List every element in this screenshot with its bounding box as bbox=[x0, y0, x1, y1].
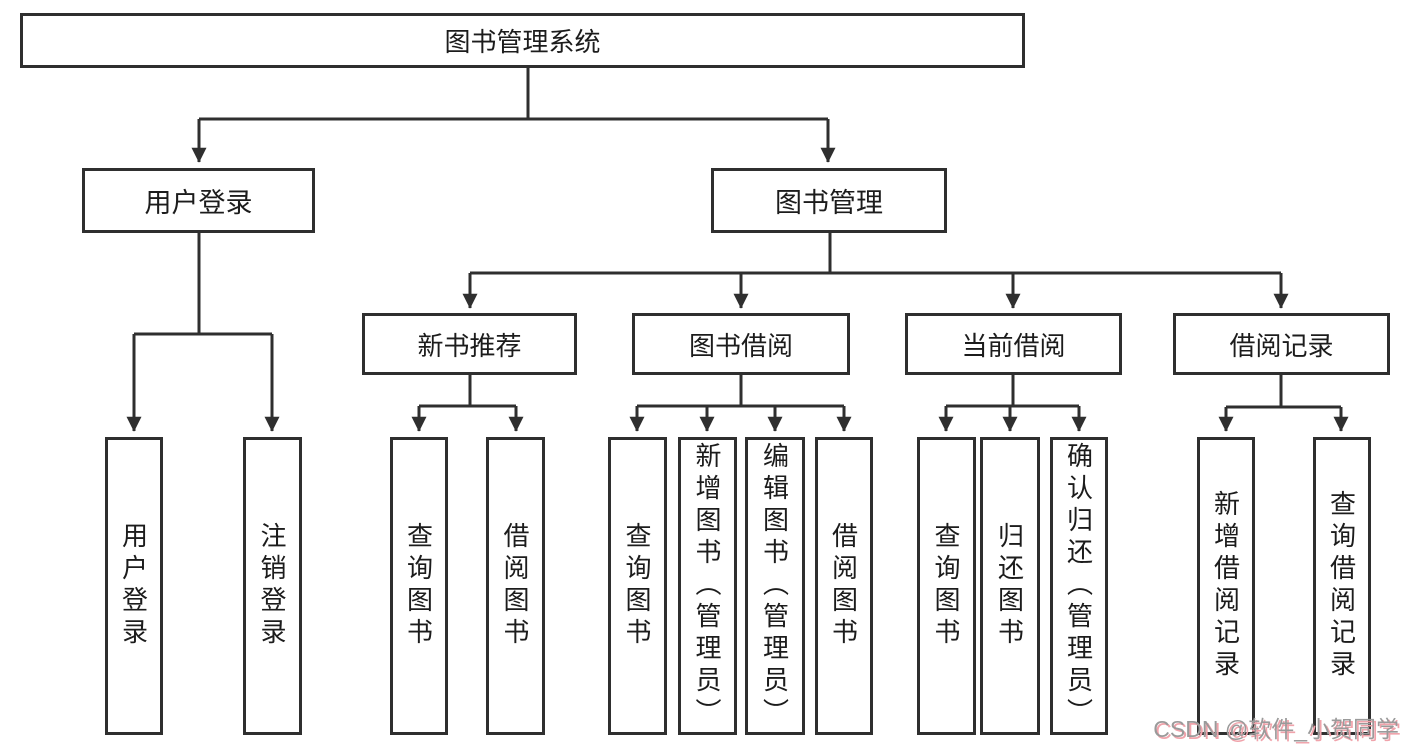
leaf-recommend-query-book-label: 查询图书 bbox=[403, 522, 434, 650]
leaf-record-query-borrow-record: 查询借阅记录 bbox=[1313, 437, 1371, 735]
leaf-record-add-borrow-record: 新增借阅记录 bbox=[1197, 437, 1255, 735]
leaf-current-query-book: 查询图书 bbox=[917, 437, 976, 735]
leaf-logout: 注销登录 bbox=[243, 437, 302, 735]
node-library-management-system-label: 图书管理系统 bbox=[444, 27, 601, 57]
node-book-borrowing-label: 图书借阅 bbox=[688, 330, 793, 361]
leaf-user-login: 用户登录 bbox=[105, 437, 163, 735]
leaf-borrow-borrow-book: 借阅图书 bbox=[815, 437, 873, 735]
leaf-logout-label: 注销登录 bbox=[257, 522, 287, 650]
leaf-borrow-edit-book-admin: 编辑图书（管理员） bbox=[745, 437, 805, 735]
node-borrowing-records: 借阅记录 bbox=[1173, 313, 1390, 375]
csdn-watermark: CSDN @软件_小贺同学 bbox=[1153, 716, 1399, 742]
leaf-record-query-borrow-record-label: 查询借阅记录 bbox=[1326, 490, 1357, 682]
node-current-borrowing: 当前借阅 bbox=[905, 313, 1122, 375]
leaf-borrow-add-book-admin: 新增图书（管理员） bbox=[678, 437, 737, 735]
node-library-management-system: 图书管理系统 bbox=[20, 13, 1025, 68]
leaf-current-return-book-label: 归还图书 bbox=[994, 522, 1025, 650]
leaf-borrow-query-book-label: 查询图书 bbox=[622, 522, 652, 650]
leaf-record-add-borrow-record-label: 新增借阅记录 bbox=[1210, 490, 1241, 682]
node-book-management-label: 图书管理 bbox=[775, 188, 883, 218]
node-new-book-recommendation: 新书推荐 bbox=[362, 313, 577, 375]
leaf-recommend-borrow-book: 借阅图书 bbox=[486, 437, 545, 735]
leaf-borrow-edit-book-admin-label: 编辑图书（管理员） bbox=[759, 442, 790, 730]
node-user-login: 用户登录 bbox=[82, 168, 315, 233]
node-user-login-label: 用户登录 bbox=[144, 188, 253, 218]
leaf-recommend-borrow-book-label: 借阅图书 bbox=[500, 522, 530, 650]
leaf-borrow-query-book: 查询图书 bbox=[608, 437, 667, 735]
node-borrowing-records-label: 借阅记录 bbox=[1229, 330, 1334, 361]
leaf-recommend-query-book: 查询图书 bbox=[390, 437, 448, 735]
node-book-management: 图书管理 bbox=[711, 168, 947, 233]
leaf-current-confirm-return-admin-label: 确认归还（管理员） bbox=[1063, 442, 1094, 730]
node-new-book-recommendation-label: 新书推荐 bbox=[417, 330, 522, 361]
leaf-current-confirm-return-admin: 确认归还（管理员） bbox=[1050, 437, 1108, 735]
node-book-borrowing: 图书借阅 bbox=[632, 313, 850, 375]
leaf-borrow-add-book-admin-label: 新增图书（管理员） bbox=[692, 442, 722, 730]
leaf-current-query-book-label: 查询图书 bbox=[931, 522, 961, 650]
leaf-borrow-borrow-book-label: 借阅图书 bbox=[828, 522, 859, 650]
node-current-borrowing-label: 当前借阅 bbox=[961, 330, 1066, 361]
leaf-user-login-label: 用户登录 bbox=[118, 522, 149, 650]
leaf-current-return-book: 归还图书 bbox=[980, 437, 1040, 735]
